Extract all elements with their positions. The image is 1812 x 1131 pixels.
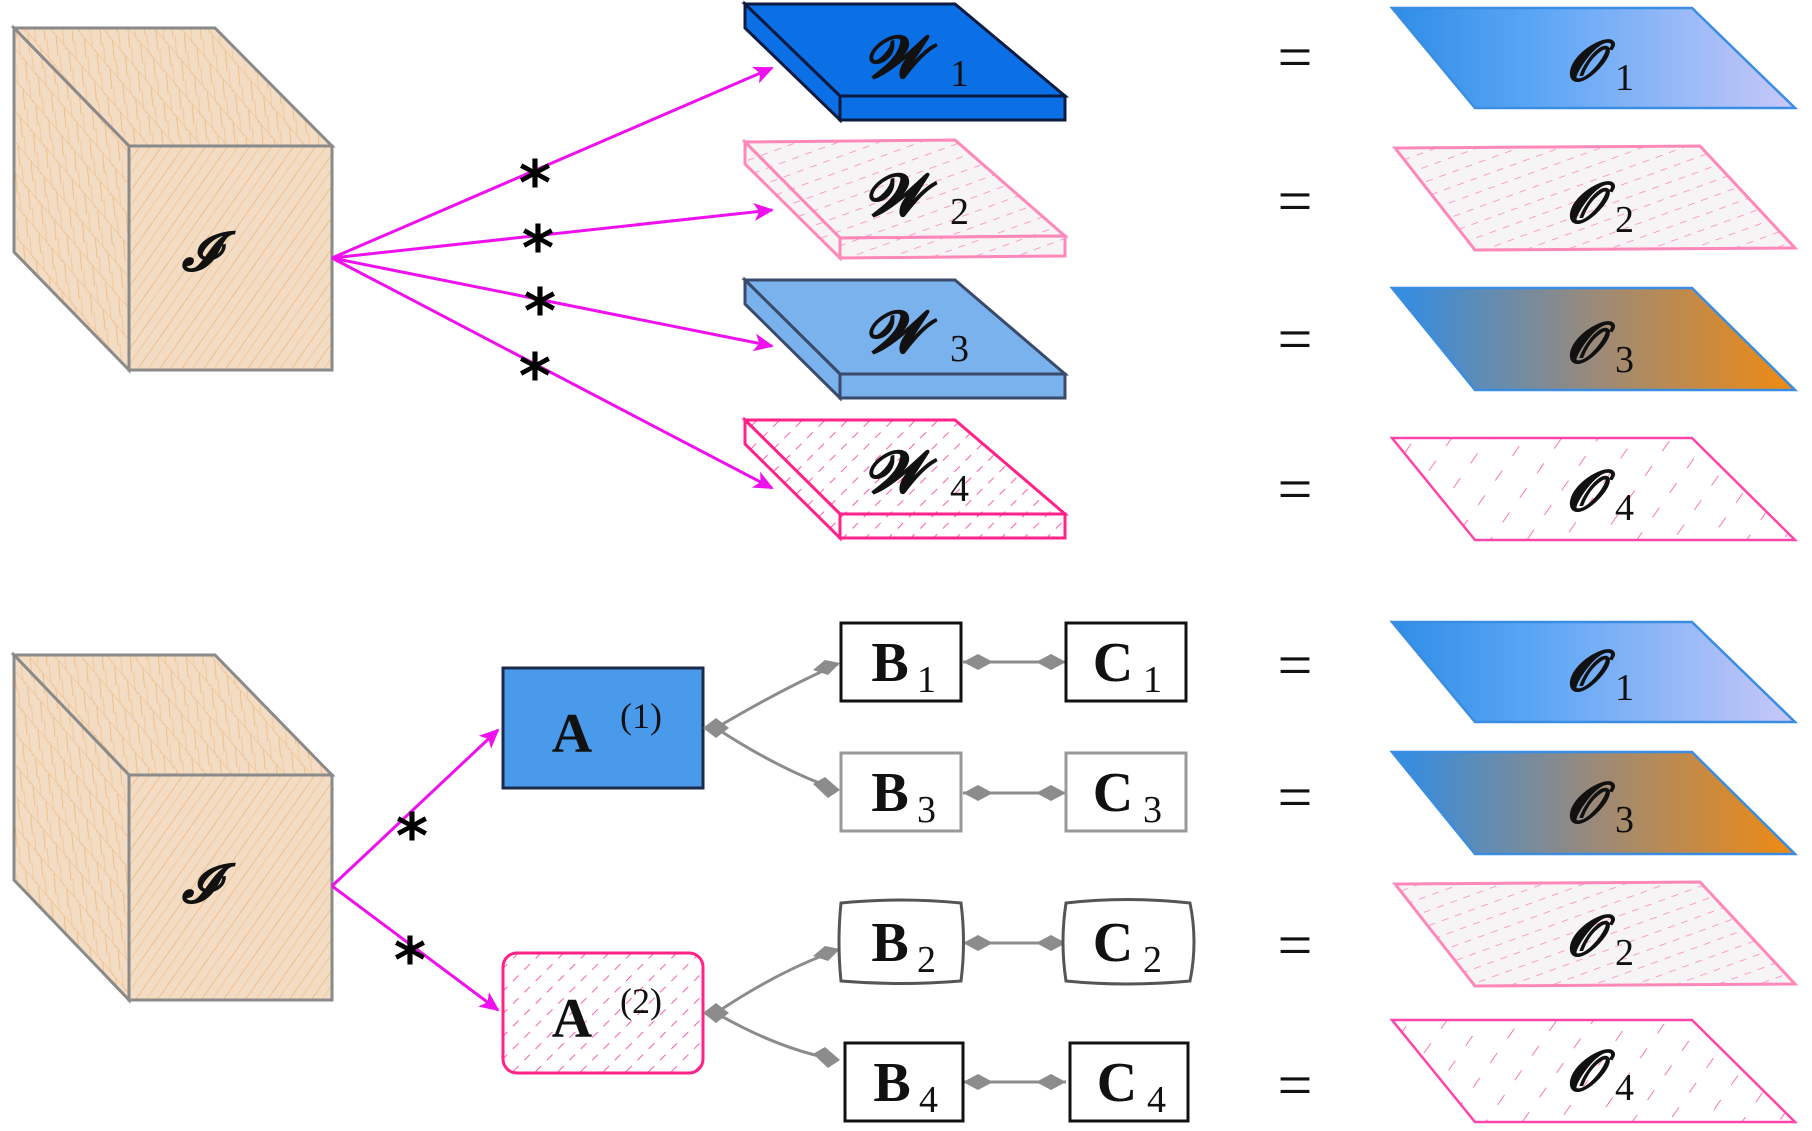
a1-symbol: A bbox=[552, 703, 593, 765]
weight-w2: 𝓦 2 bbox=[741, 138, 1069, 262]
conv-star-1: * bbox=[519, 147, 551, 220]
weight-w4: 𝓦 4 bbox=[741, 416, 1070, 542]
arrow-to-w2 bbox=[331, 203, 774, 260]
block-b2: B 2 bbox=[837, 898, 965, 985]
arrow-to-a1 bbox=[330, 728, 500, 888]
equals-sign: = bbox=[1278, 24, 1313, 92]
conv-star-3: * bbox=[524, 275, 556, 348]
block-b3: B 3 bbox=[839, 751, 963, 833]
o4-index: 4 bbox=[1615, 1067, 1634, 1109]
block-b1: B 1 bbox=[839, 621, 963, 703]
w3-index: 3 bbox=[950, 328, 969, 370]
block-c2: C 2 bbox=[1061, 898, 1196, 986]
output-o3-bottom: 𝓞 3 bbox=[1389, 750, 1799, 856]
b3-symbol: B bbox=[871, 762, 908, 824]
b4-symbol: B bbox=[873, 1052, 910, 1114]
o1-index: 1 bbox=[1615, 57, 1634, 99]
output-o3-top: 𝓞 3 bbox=[1389, 286, 1799, 392]
equals-sign: = bbox=[1278, 1052, 1313, 1120]
block-c4: C 4 bbox=[1068, 1041, 1190, 1123]
arrow-to-w3 bbox=[331, 256, 774, 352]
equals-sign: = bbox=[1278, 456, 1313, 524]
conv-arrows-top bbox=[331, 66, 774, 490]
diamond-a1 bbox=[703, 718, 729, 738]
b2-symbol: B bbox=[871, 912, 908, 974]
arrow-to-a2 bbox=[331, 884, 500, 1012]
w4-index: 4 bbox=[950, 468, 969, 510]
output-o4-top: 𝓞 4 bbox=[1389, 436, 1799, 542]
equals-bottom: = = = = bbox=[1278, 632, 1313, 1120]
diamond-a2 bbox=[703, 1003, 729, 1023]
output-o1-top: 𝓞 1 bbox=[1389, 6, 1799, 110]
arrow-to-w4 bbox=[331, 256, 774, 490]
equals-sign: = bbox=[1278, 632, 1313, 700]
a2-superscript: (2) bbox=[620, 981, 662, 1021]
o2-index: 2 bbox=[1615, 932, 1634, 974]
conv-stars-top: * * * * bbox=[519, 147, 556, 413]
a1-superscript: (1) bbox=[620, 696, 662, 736]
block-c3: C 3 bbox=[1064, 751, 1188, 833]
b1-index: 1 bbox=[917, 659, 936, 701]
block-b4: B 4 bbox=[843, 1041, 965, 1123]
o3-index: 3 bbox=[1615, 799, 1634, 841]
connector-a1-b1 bbox=[715, 662, 839, 730]
b4-index: 4 bbox=[919, 1079, 938, 1121]
conv-arrows-bottom bbox=[330, 728, 500, 1012]
o3-index: 3 bbox=[1615, 339, 1634, 381]
weight-w3: 𝓦 3 bbox=[741, 276, 1070, 402]
input-cube-bottom: 𝓘 bbox=[10, 651, 336, 1004]
conv-star-2: * bbox=[522, 212, 554, 285]
equals-sign: = bbox=[1278, 764, 1313, 832]
c1-index: 1 bbox=[1143, 659, 1162, 701]
b3-index: 3 bbox=[917, 789, 936, 831]
c4-symbol: C bbox=[1097, 1052, 1137, 1114]
conv-stars-bottom: * * bbox=[394, 800, 428, 997]
arrow-to-w1 bbox=[331, 66, 774, 260]
w1-index: 1 bbox=[950, 53, 969, 95]
a2-symbol: A bbox=[552, 988, 593, 1050]
equals-sign: = bbox=[1278, 168, 1313, 236]
o4-index: 4 bbox=[1615, 487, 1634, 529]
c2-symbol: C bbox=[1093, 912, 1133, 974]
o1-index: 1 bbox=[1615, 667, 1634, 709]
bc-links bbox=[963, 654, 1066, 1090]
block-c1: C 1 bbox=[1064, 621, 1188, 703]
tree-connectors bbox=[703, 660, 840, 1068]
equals-top: = = = = bbox=[1278, 24, 1313, 524]
o2-index: 2 bbox=[1615, 199, 1634, 241]
c3-symbol: C bbox=[1093, 762, 1133, 824]
conv-star-6: * bbox=[394, 924, 426, 997]
w2-index: 2 bbox=[950, 191, 969, 233]
weight-w1: 𝓦 1 bbox=[741, 0, 1070, 124]
c1-symbol: C bbox=[1093, 632, 1133, 694]
b1-symbol: B bbox=[871, 632, 908, 694]
equals-sign: = bbox=[1278, 306, 1313, 374]
c4-index: 4 bbox=[1147, 1079, 1166, 1121]
output-o2-top: 𝓞 2 bbox=[1391, 144, 1799, 252]
conv-star-4: * bbox=[519, 340, 551, 413]
input-cube-top: 𝓘 bbox=[10, 24, 336, 374]
conv-star-5: * bbox=[396, 800, 428, 873]
output-o1-bottom: 𝓞 1 bbox=[1389, 620, 1799, 724]
output-o4-bottom: 𝓞 4 bbox=[1389, 1018, 1799, 1124]
connector-a2-b2 bbox=[715, 948, 839, 1015]
block-a2: A (2) bbox=[501, 951, 705, 1075]
equals-sign: = bbox=[1278, 912, 1313, 980]
output-o2-bottom: 𝓞 2 bbox=[1391, 880, 1799, 988]
c3-index: 3 bbox=[1143, 789, 1162, 831]
block-a1: A (1) bbox=[501, 666, 705, 790]
b2-index: 2 bbox=[917, 939, 936, 981]
c2-index: 2 bbox=[1143, 939, 1162, 981]
